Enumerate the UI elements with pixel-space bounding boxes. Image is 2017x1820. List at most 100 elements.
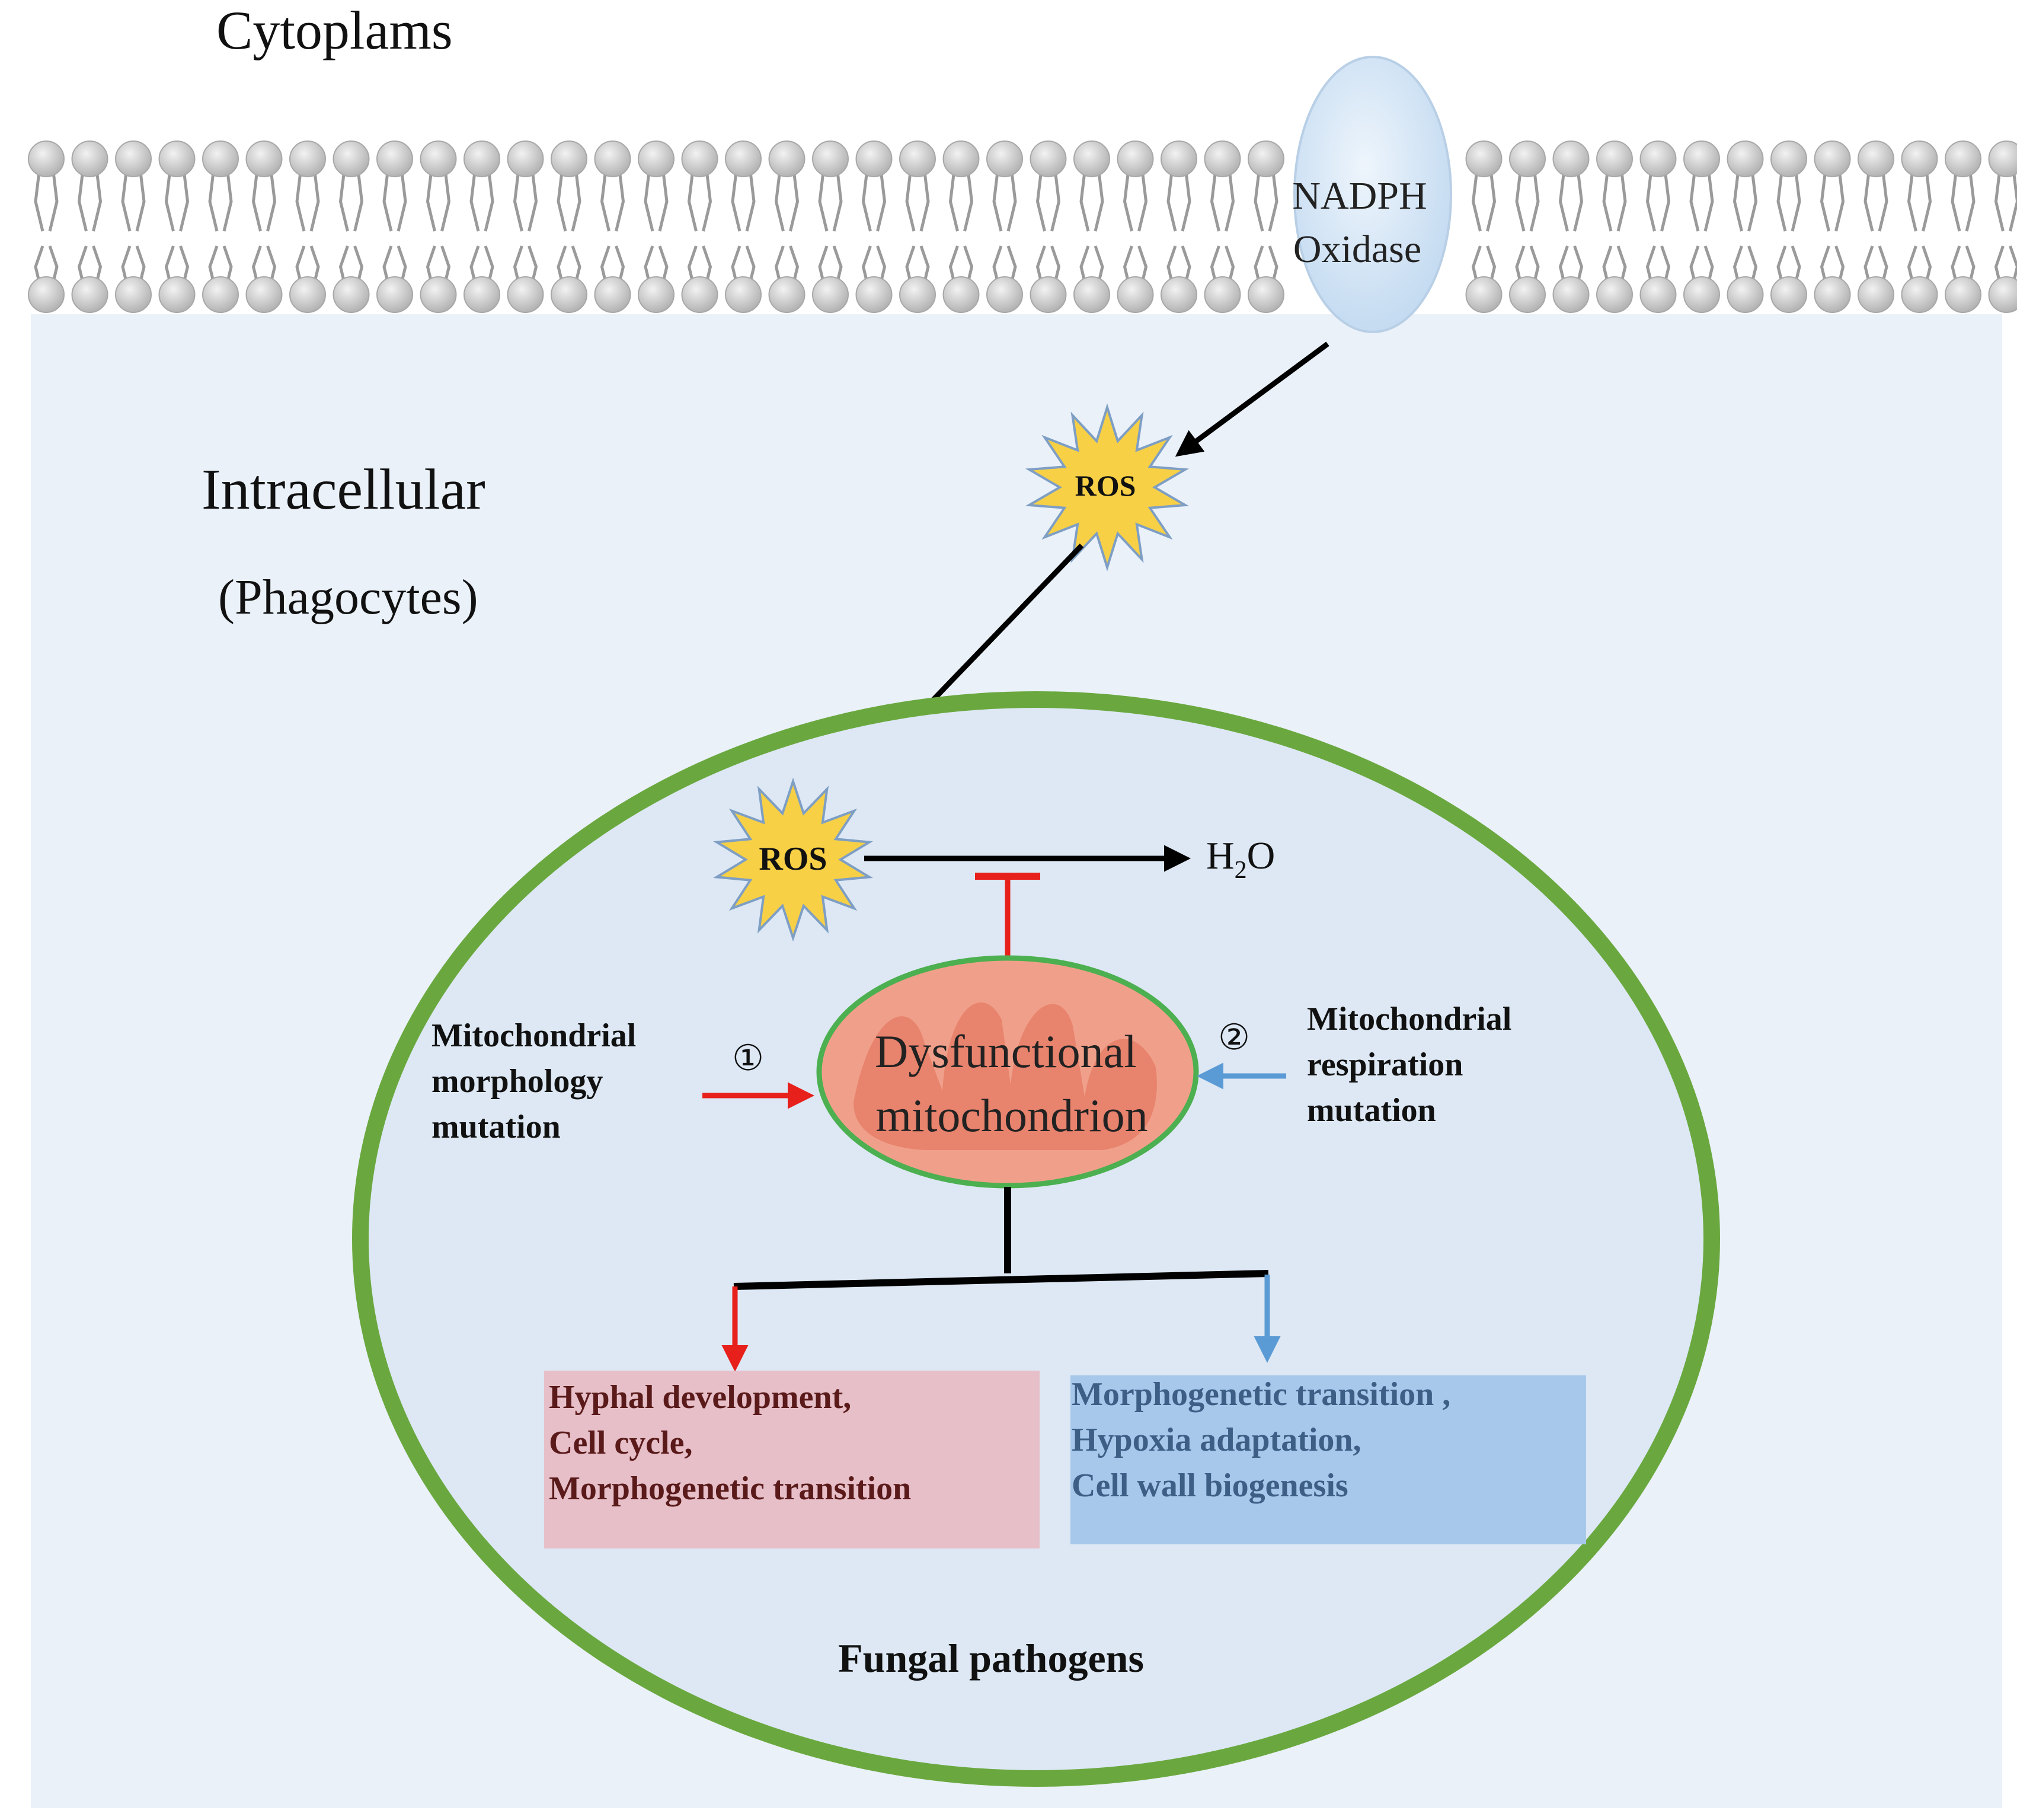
lipid-head: [1727, 276, 1764, 313]
arrow-nadph-to-ros: [1175, 341, 1329, 457]
lipid-head: [1639, 141, 1677, 177]
lipid-tail: [382, 245, 393, 282]
lipid-head: [71, 141, 108, 177]
lipid-tail: [528, 171, 538, 232]
lipid-tail: [121, 245, 132, 282]
lipid-tail: [948, 171, 959, 232]
lipid-tail: [48, 171, 59, 232]
lipid-tail: [251, 171, 262, 232]
lipid-tail: [1791, 245, 1801, 282]
lipid-tail: [382, 171, 393, 232]
lipid-tail: [1254, 245, 1264, 282]
outcome-box-left: [544, 1371, 1040, 1548]
lipid-tail: [832, 171, 843, 232]
lipid-tail: [164, 171, 175, 232]
outcome-right-line3: Cell wall biogenesis: [1072, 1467, 1348, 1504]
mitochondrion-cristae: [854, 1002, 1157, 1150]
lipid-head: [1030, 276, 1067, 313]
lipid-head: [1248, 276, 1284, 313]
lipid-head: [1552, 276, 1590, 313]
lipid-tail: [1210, 171, 1220, 232]
lipid-head: [202, 276, 239, 313]
lipid-tail: [34, 171, 44, 232]
lipid-tail: [1602, 171, 1613, 232]
lipid-head: [942, 141, 980, 177]
ros-inner-label: ROS: [759, 841, 827, 877]
left-input-label-line3: mutation: [431, 1109, 561, 1145]
fungal-pathogens-label: Fungal pathogens: [838, 1636, 1144, 1681]
lipid-bilayer-membrane: [28, 141, 2017, 313]
lipid-head: [812, 141, 849, 177]
lipid-head: [507, 141, 544, 177]
outcome-box-right: [1070, 1375, 1586, 1544]
lipid-tail: [2009, 171, 2017, 232]
lipid-tail: [1137, 245, 1148, 282]
lipid-tail: [1166, 171, 1177, 232]
lipid-head: [1073, 276, 1110, 313]
outcome-right-line1: Morphogenetic transition ,: [1072, 1376, 1450, 1413]
lipid-head: [1945, 276, 1981, 313]
lipid-head: [1509, 141, 1546, 177]
lipid-head: [638, 276, 675, 313]
lipid-head: [1204, 276, 1241, 313]
lipid-head: [768, 141, 805, 177]
lipid-head: [158, 141, 196, 177]
lipid-head: [289, 141, 326, 177]
lipid-tail: [1689, 245, 1700, 282]
lipid-head: [1552, 141, 1590, 177]
lipid-tail: [774, 245, 785, 282]
lipid-tail: [1951, 171, 1961, 232]
lipid-tail: [513, 245, 523, 282]
lipid-tail: [702, 245, 712, 282]
lipid-head: [1248, 141, 1284, 177]
lipid-head: [1945, 141, 1981, 177]
lipid-head: [551, 276, 587, 313]
lipid-head: [1683, 276, 1720, 313]
lipid-head: [202, 141, 239, 177]
lipid-tail: [745, 245, 756, 282]
lipid-head: [551, 141, 587, 177]
lipid-tail: [77, 245, 88, 282]
lipid-tail: [426, 171, 436, 232]
mitochondrion-label-line1: Dysfunctional: [875, 1026, 1137, 1077]
lipid-tail: [484, 245, 494, 282]
lipid-tail: [528, 245, 538, 282]
lipid-tail: [1616, 171, 1627, 232]
right-input-label-line3: mutation: [1307, 1092, 1436, 1129]
lipid-tail: [1515, 245, 1526, 282]
lipid-tail: [1573, 171, 1584, 232]
lipid-tail: [1123, 171, 1133, 232]
lipid-tail: [1732, 245, 1743, 282]
lipid-tail: [222, 245, 233, 282]
lipid-head: [245, 141, 283, 177]
lipid-tail: [1471, 245, 1482, 282]
lipid-tail: [774, 171, 785, 232]
lipid-tail: [1515, 171, 1526, 232]
lipid-tail: [1558, 245, 1569, 282]
lipid-tail: [92, 171, 103, 232]
intracellular-label: Intracellular: [202, 458, 485, 522]
right-input-label-line2: respiration: [1307, 1046, 1463, 1083]
lipid-tail: [1776, 245, 1787, 282]
lipid-tail: [1791, 171, 1801, 232]
lipid-tail: [861, 171, 872, 232]
lipid-tail: [1181, 245, 1191, 282]
lipid-tail: [1225, 171, 1235, 232]
lipid-head: [1770, 141, 1807, 177]
lipid-head: [1814, 276, 1851, 313]
lipid-tail: [1573, 245, 1584, 282]
nadph-label-line1: NADPH: [1292, 174, 1427, 218]
lipid-tail: [557, 171, 567, 232]
lipid-head: [1858, 141, 1894, 177]
lipid-tail: [1645, 171, 1656, 232]
lipid-head: [158, 276, 196, 313]
lipid-tail: [222, 171, 233, 232]
lipid-tail: [919, 245, 930, 282]
lipid-tail: [861, 245, 872, 282]
lipid-head: [855, 141, 893, 177]
lipid-tail: [1863, 171, 1874, 232]
lipid-tail: [1965, 245, 1976, 282]
lipid-tail: [469, 245, 480, 282]
nadph-oxidase-ellipse: [1293, 56, 1452, 333]
